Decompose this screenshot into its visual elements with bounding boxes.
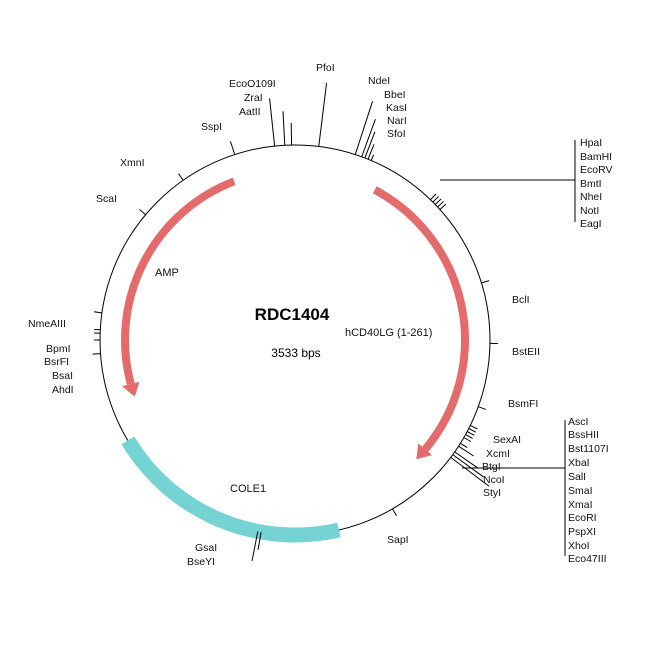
site-label: BtgI — [482, 461, 501, 473]
site-label: XbaI — [568, 457, 590, 469]
site-label: BseYI — [187, 556, 215, 568]
site-tick — [282, 111, 286, 146]
feature-arrowhead-hcd40lg — [416, 443, 433, 460]
site-label: XmaI — [568, 499, 593, 511]
site-label: BclI — [512, 294, 530, 306]
site-tick — [257, 531, 262, 550]
site-label: BssHII — [568, 429, 599, 441]
site-tick — [481, 280, 490, 284]
site-label: BstEII — [512, 346, 540, 358]
feature-arrow-hcd40lg — [372, 186, 469, 452]
site-tick — [354, 101, 374, 155]
site-label: BsrFI — [44, 356, 69, 368]
site-tick — [478, 406, 486, 410]
feature-label-cole1: COLE1 — [230, 483, 266, 495]
site-label: PspXI — [568, 526, 596, 538]
site-tick — [92, 353, 101, 355]
feature-arrow-amp — [121, 177, 236, 386]
site-label: NcoI — [483, 474, 505, 486]
site-labels: EcoO109I ZraI AatII PfoI NdeI BbeI KasI … — [28, 62, 613, 568]
site-tick — [439, 203, 447, 210]
site-label: PfoI — [316, 62, 335, 74]
site-tick — [367, 144, 375, 160]
site-tick — [450, 456, 490, 487]
site-label: StyI — [483, 487, 501, 499]
site-label: EcoRI — [568, 512, 597, 524]
site-label: KasI — [386, 102, 407, 114]
site-tick — [465, 434, 473, 439]
site-label: BbeI — [384, 89, 406, 101]
site-label: NmeAIII — [28, 318, 66, 330]
site-label: SalI — [568, 471, 586, 483]
site-tick — [370, 154, 374, 161]
site-tick — [229, 141, 236, 155]
feature-label-amp: AMP — [155, 267, 179, 279]
site-tick — [454, 451, 478, 469]
site-label: ZraI — [244, 92, 263, 104]
plasmid-size: 3533 bps — [271, 346, 320, 360]
site-tick — [458, 445, 474, 457]
site-tick — [251, 531, 259, 561]
site-label: SapI — [387, 534, 409, 546]
site-label: SexAI — [493, 434, 521, 446]
site-tick — [434, 198, 442, 205]
site-label: AatII — [239, 106, 261, 118]
site-label: BamHI — [580, 151, 612, 163]
site-label: XhoI — [568, 540, 590, 552]
plasmid-name: RDC1404 — [255, 305, 330, 324]
site-label: BsaI — [52, 370, 73, 382]
site-label: GsaI — [195, 542, 217, 554]
site-label: NarI — [387, 115, 407, 127]
site-label: XcmI — [486, 448, 510, 460]
site-tick — [452, 454, 484, 478]
site-label: BmtI — [580, 178, 602, 190]
site-label: AhdI — [52, 384, 74, 396]
site-label: SfoI — [387, 128, 406, 140]
site-label: ScaI — [96, 193, 117, 205]
site-tick — [269, 98, 276, 147]
site-tick — [139, 209, 146, 216]
site-tick — [318, 82, 328, 147]
site-label: Eco47III — [568, 553, 607, 565]
site-tick — [463, 437, 472, 442]
feature-band-cole1 — [121, 436, 341, 543]
site-label: Bst1107I — [568, 443, 609, 455]
site-tick — [93, 311, 102, 314]
site-label: NdeI — [368, 75, 390, 87]
site-tick — [460, 442, 468, 448]
site-tick — [470, 425, 478, 430]
site-tick — [430, 193, 437, 201]
site-label: NheI — [580, 191, 602, 203]
site-label: HpaI — [580, 137, 602, 149]
site-label: SspI — [201, 121, 222, 133]
site-label: SmaI — [568, 485, 593, 497]
feature-label-hcd40lg: hCD40LG (1-261) — [345, 327, 432, 339]
site-label: BpmI — [46, 343, 71, 355]
site-label: EcoO109I — [229, 78, 276, 90]
site-tick — [178, 173, 184, 181]
site-tick — [466, 431, 475, 436]
site-label: BsmFI — [508, 398, 538, 410]
site-tick — [432, 196, 439, 203]
site-tick — [361, 119, 376, 157]
site-label: EagI — [580, 218, 602, 230]
site-label: EcoRV — [580, 164, 613, 176]
site-label: XmnI — [120, 157, 145, 169]
site-tick — [468, 428, 477, 433]
site-label: NotI — [580, 205, 599, 217]
feature-arrowhead-amp — [122, 381, 140, 397]
site-label: AscI — [568, 416, 588, 428]
site-tick — [437, 201, 444, 208]
site-tick — [392, 508, 397, 517]
site-tick — [364, 131, 376, 159]
